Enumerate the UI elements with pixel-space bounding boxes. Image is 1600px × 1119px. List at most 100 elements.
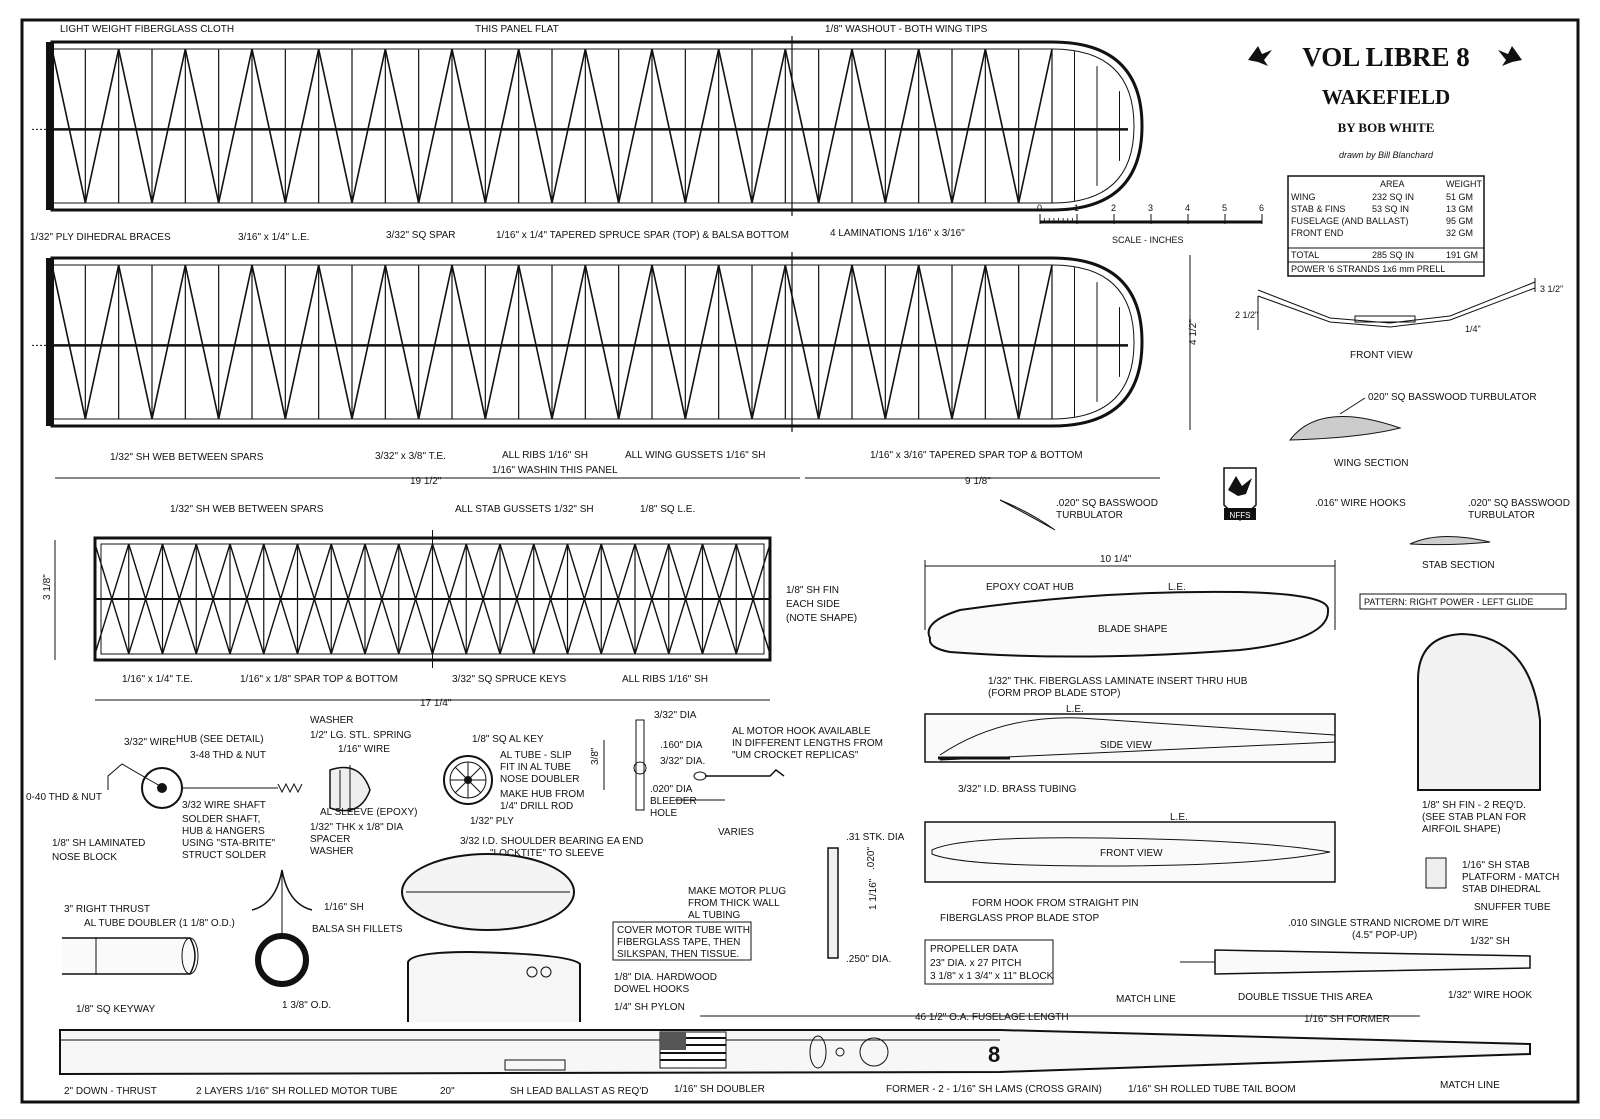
platform-3: STAB DIHEDRAL [1462, 884, 1541, 895]
label-washout: 1/8" WASHOUT - BOTH WING TIPS [825, 24, 988, 35]
label-panel-flat: THIS PANEL FLAT [475, 24, 559, 35]
front-dim-3: 1/4" [1465, 324, 1481, 334]
eagle-icon [1228, 476, 1252, 496]
stab-label-le: 1/8" SQ L.E. [640, 504, 695, 515]
thd-nut-label: 3-48 THD & NUT [190, 750, 266, 761]
hub-detail: HUB (SEE DETAIL) WASHER 1/2" LG. STL. SP… [26, 710, 883, 863]
specs-r0-c0: WING [1291, 192, 1316, 202]
label-dihedral: 1/32" PLY DIHEDRAL BRACES [30, 232, 171, 243]
fin-label-1: 1/8" SH FIN - 2 REQ'D. [1422, 800, 1526, 811]
fus-thrust-right: 3" RIGHT THRUST [64, 904, 150, 915]
prop-brass: 3/32" I.D. BRASS TUBING [958, 784, 1077, 795]
solder-1: SOLDER SHAFT, [182, 814, 260, 825]
fus-ballast: SH LEAD BALLAST AS REQ'D [510, 1086, 648, 1097]
plug-d020: .020" [866, 847, 877, 870]
stab-label-te: 1/16" x 1/4" T.E. [122, 674, 193, 685]
solder-2: HUB & HANGERS [182, 826, 265, 837]
prop-form-hook: FORM HOOK FROM STRAIGHT PIN [972, 898, 1138, 909]
bleeder-1: .020" DIA [650, 784, 693, 795]
plug-make-3: AL TUBING [688, 910, 740, 921]
fus-sh: 1/16" SH [324, 902, 364, 913]
fus-keyway: 1/8" SQ KEYWAY [76, 1004, 155, 1015]
fus-length: 46 1/2" O.A. FUSELAGE LENGTH [915, 1012, 1069, 1023]
wing-labels: LIGHT WEIGHT FIBERGLASS CLOTH THIS PANEL… [30, 24, 1199, 487]
make-hub-1: MAKE HUB FROM [500, 789, 584, 800]
scale-tick-5: 5 [1222, 203, 1227, 213]
varies-label: VARIES [718, 827, 754, 838]
pattern-label: PATTERN: RIGHT POWER - LEFT GLIDE [1364, 597, 1533, 607]
fus-nicrome-1: .010 SINGLE STRAND NICROME D/T WIRE [1288, 918, 1489, 929]
fus-match-1: MATCH LINE [1116, 994, 1176, 1005]
prop-epoxy: EPOXY COAT HUB [986, 582, 1074, 593]
specs-total-c2: 191 GM [1446, 250, 1478, 260]
title-author: BY BOB WHITE [1338, 120, 1435, 135]
prop-data-1: 23" DIA. x 27 PITCH [930, 958, 1021, 969]
prop-le2: L.E. [1066, 704, 1084, 715]
turbulator2-line1: .020" SQ BASSWOOD [1056, 498, 1158, 509]
plug-d250: .250" DIA. [846, 954, 891, 965]
fin-label-3: AIRFOIL SHAPE) [1422, 824, 1501, 835]
label-gussets: ALL WING GUSSETS 1/16" SH [625, 450, 765, 461]
dia160-label: .160" DIA [660, 740, 703, 751]
specs-r3-c2: 32 GM [1446, 228, 1473, 238]
wire-shaft-label: 3/32 WIRE SHAFT [182, 800, 266, 811]
fus-number: 8 [988, 1042, 1000, 1067]
prop-le3: L.E. [1170, 812, 1188, 823]
scale-tick-2: 2 [1111, 203, 1116, 213]
fus-match-2: MATCH LINE [1440, 1080, 1500, 1091]
platform-2: PLATFORM - MATCH [1462, 872, 1559, 883]
turbulator3-line2: TURBULATOR [1468, 510, 1535, 521]
prop-data-2: 3 1/8" x 1 3/4" x 11" BLOCK [930, 971, 1054, 982]
pattern-box: PATTERN: RIGHT POWER - LEFT GLIDE [1359, 593, 1567, 610]
fus-od: 1 3/8" O.D. [282, 1000, 331, 1011]
laminated-2: NOSE BLOCK [52, 852, 117, 863]
washer-label: WASHER [310, 715, 354, 726]
label-tapered-spar: 1/16" x 3/16" TAPERED SPAR TOP & BOTTOM [870, 450, 1083, 461]
turbulator3-line1: .020" SQ BASSWOOD [1468, 498, 1570, 509]
motor-hook-1: AL MOTOR HOOK AVAILABLE [732, 726, 871, 737]
fus-doubler: AL TUBE DOUBLER (1 1/8" O.D.) [84, 918, 235, 929]
stab-labels: 1/32" SH WEB BETWEEN SPARS ALL STAB GUSS… [42, 504, 857, 709]
fus-dowel-1: 1/8" DIA. HARDWOOD [614, 972, 717, 983]
prop-insert-2: (FORM PROP BLADE STOP) [988, 688, 1120, 699]
turbulator-detail: .020" SQ BASSWOOD TURBULATOR [999, 498, 1158, 531]
fus-len20: 20" [440, 1086, 455, 1097]
prop-blade-stop: FIBERGLASS PROP BLADE STOP [940, 913, 1099, 924]
bleeder-3: HOLE [650, 808, 678, 819]
label-ribs: ALL RIBS 1/16" SH [502, 450, 588, 461]
stab-label-gussets: ALL STAB GUSSETS 1/32" SH [455, 504, 594, 515]
stab-label-web: 1/32" SH WEB BETWEEN SPARS [170, 504, 324, 515]
motor-plug: MAKE MOTOR PLUG FROM THICK WALL AL TUBIN… [688, 832, 905, 965]
specs-h-area: AREA [1380, 179, 1405, 189]
fus-cover-3: SILKSPAN, THEN TISSUE. [617, 949, 739, 960]
nffs-logo-text: NFFS [1230, 511, 1251, 520]
stab-section: .016" WIRE HOOKS .020" SQ BASSWOOD TURBU… [1315, 498, 1570, 571]
dia332-label: 3/32" DIA [654, 710, 697, 721]
spacer-1: 1/32" THK x 1/8" DIA [310, 822, 403, 833]
fus-down-thrust: 2" DOWN - THRUST [64, 1086, 157, 1097]
scale-label: SCALE - INCHES [1112, 235, 1184, 245]
prop-side-view: SIDE VIEW [1100, 740, 1152, 751]
hub-detail-label: HUB (SEE DETAIL) [176, 734, 264, 745]
fus-boom: 1/16" SH ROLLED TUBE TAIL BOOM [1128, 1084, 1296, 1095]
bird-icon-right [1498, 46, 1522, 66]
turbulator-label: 020" SQ BASSWOOD TURBULATOR [1368, 392, 1537, 403]
stab-label-fin-1: 1/8" SH FIN [786, 585, 839, 596]
stab-label-ribs: ALL RIBS 1/16" SH [622, 674, 708, 685]
spring-label: 1/2" LG. STL. SPRING [310, 730, 412, 741]
dim-outer: 9 1/8" [965, 476, 991, 487]
front-view: 2 1/2" 3 1/2" 1/4" FRONT VIEW [1235, 278, 1563, 361]
specs-h-weight: WEIGHT [1446, 179, 1482, 189]
prop-dim: 10 1/4" [1100, 554, 1132, 565]
al-tube-1: AL TUBE - SLIP [500, 750, 572, 761]
spacer-3: WASHER [310, 846, 354, 857]
plug-len: 1 1/16" [868, 878, 879, 910]
wire332-label: 3/32" WIRE [124, 737, 176, 748]
fus-snuffer: SNUFFER TUBE [1474, 902, 1551, 913]
fus-doubler2: 1/16" SH DOUBLER [674, 1084, 765, 1095]
sheet-border [20, 18, 1580, 1104]
specs-r0-c2: 51 GM [1446, 192, 1473, 202]
fus-former2: FORMER - 2 - 1/16" SH LAMS (CROSS GRAIN) [886, 1084, 1102, 1095]
stab-label-fin-2: EACH SIDE [786, 599, 840, 610]
fuselage-drawings: 3" RIGHT THRUST AL TUBE DOUBLER (1 1/8" … [59, 853, 1551, 1097]
